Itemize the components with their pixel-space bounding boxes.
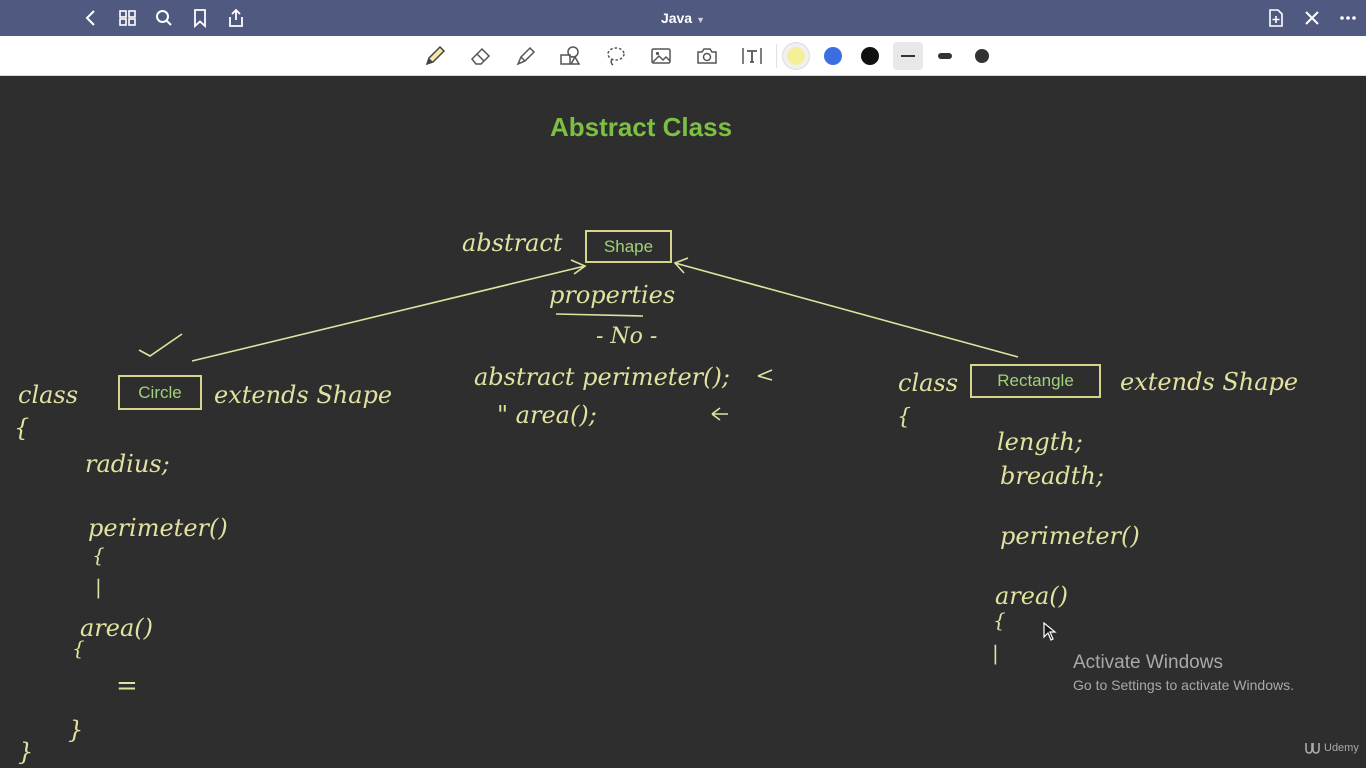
chevron-left-icon	[85, 10, 95, 26]
back-button[interactable]	[79, 6, 103, 30]
pen-tool[interactable]	[420, 42, 450, 70]
highlighter-tool[interactable]	[511, 42, 541, 70]
eraser-tool[interactable]	[466, 42, 496, 70]
stroke-thin[interactable]	[893, 42, 923, 70]
note-canvas[interactable]	[0, 76, 1366, 768]
search-button[interactable]	[152, 6, 176, 30]
close-icon	[1305, 11, 1319, 25]
shape-class-box: Shape	[585, 230, 672, 263]
color-swatch-yellow[interactable]	[787, 47, 805, 65]
mouse-pointer-icon	[1043, 622, 1057, 641]
more-icon	[1340, 16, 1356, 20]
udemy-logo-icon	[1305, 743, 1320, 754]
search-icon	[156, 10, 172, 26]
image-tool[interactable]	[646, 42, 676, 70]
text-tool[interactable]	[737, 42, 767, 70]
activate-windows-subtitle: Go to Settings to activate Windows.	[1073, 677, 1294, 693]
highlighter-icon	[516, 46, 536, 66]
color-swatch-black[interactable]	[861, 47, 879, 65]
more-button[interactable]	[1336, 6, 1360, 30]
app-top-bar: Java▼	[0, 0, 1366, 36]
drawing-toolbar	[0, 36, 1366, 76]
stroke-thick[interactable]	[967, 42, 997, 70]
grid-icon	[119, 10, 136, 26]
thumbnails-button[interactable]	[116, 6, 140, 30]
stroke-thick-preview	[975, 49, 989, 63]
activate-windows-title: Activate Windows	[1073, 652, 1223, 673]
add-page-icon	[1269, 9, 1283, 27]
shapes-tool[interactable]	[555, 42, 585, 70]
document-title-label: Java	[660, 10, 693, 26]
rectangle-class-box: Rectangle	[970, 364, 1101, 398]
udemy-label: Udemy	[1324, 742, 1359, 754]
color-swatch-blue[interactable]	[824, 47, 842, 65]
bookmark-icon	[194, 9, 206, 28]
circle-class-box: Circle	[118, 375, 202, 410]
close-button[interactable]	[1300, 6, 1324, 30]
bookmark-button[interactable]	[188, 6, 212, 30]
add-page-button[interactable]	[1264, 6, 1288, 30]
toolbar-divider	[776, 44, 777, 68]
text-box-icon	[742, 48, 762, 64]
stroke-medium-preview	[938, 53, 952, 59]
camera-tool[interactable]	[692, 42, 722, 70]
share-icon	[229, 8, 243, 27]
eraser-icon	[470, 47, 491, 65]
udemy-watermark: Udemy	[1304, 742, 1359, 754]
lasso-tool[interactable]	[601, 42, 631, 70]
image-icon	[651, 48, 671, 64]
lasso-icon	[607, 47, 625, 66]
shapes-icon	[560, 46, 581, 65]
share-button[interactable]	[224, 6, 248, 30]
camera-icon	[697, 48, 717, 64]
chevron-down-icon: ▼	[696, 15, 706, 25]
stroke-thin-preview	[901, 55, 915, 57]
page-heading: Abstract Class	[549, 112, 733, 142]
stroke-medium[interactable]	[930, 42, 960, 70]
pen-icon	[425, 45, 446, 66]
